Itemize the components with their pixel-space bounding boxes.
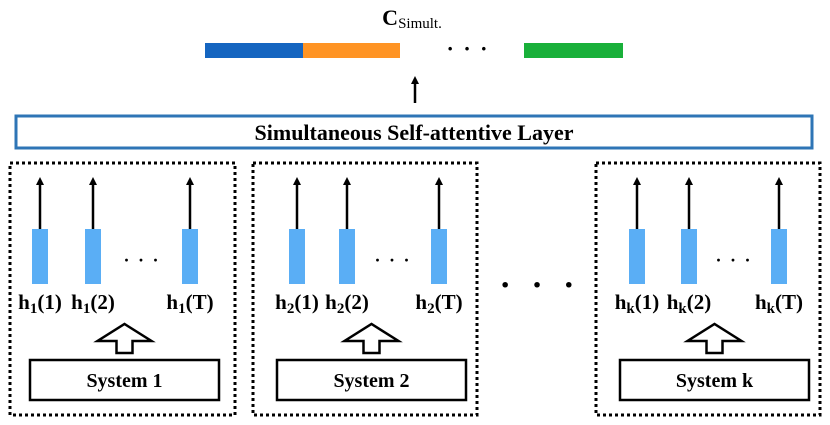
system-1-input-arrow	[93, 322, 156, 355]
system-2-label: System 2	[333, 370, 409, 392]
hidden-state-label-arg: (1)	[294, 290, 319, 314]
hidden-state-label-sub: 1	[83, 301, 91, 317]
hidden-state-label-base: h	[71, 290, 83, 314]
self-attentive-layer-box	[14, 114, 814, 150]
hidden-state-label-arg: (T)	[435, 290, 463, 314]
system-1-label: System 1	[86, 370, 162, 392]
output-ellipsis: · · ·	[446, 36, 489, 61]
system-1-container	[8, 161, 237, 417]
output-segment-1	[205, 43, 303, 58]
hidden-state-label-base: h	[275, 290, 287, 314]
hidden-state-label-arg: (2)	[687, 290, 712, 314]
hidden-state-label-sub: k	[767, 301, 776, 317]
hidden-state-bar	[182, 229, 198, 284]
hidden-state-bar	[289, 229, 305, 284]
hidden-state-label-base: h	[755, 290, 767, 314]
hidden-state-label: hk(1)	[615, 290, 660, 317]
hidden-state-bar	[339, 229, 355, 284]
hidden-state-label: h2(1)	[275, 290, 319, 317]
hidden-state-label-base: h	[415, 290, 427, 314]
hidden-state-label: hk(2)	[667, 290, 712, 317]
hidden-state-label-arg: (2)	[344, 290, 369, 314]
hidden-state-label: h1(T)	[166, 290, 213, 317]
hidden-state-label-base: h	[615, 290, 627, 314]
hidden-state-label-sub: 2	[427, 301, 435, 317]
output-label: CSimult.	[382, 5, 442, 32]
system-3-container	[594, 161, 822, 417]
output-label-main: C	[382, 5, 398, 30]
system-3-label: System k	[676, 370, 754, 392]
hidden-state-label-base: h	[166, 290, 178, 314]
hidden-state-label-base: h	[325, 290, 337, 314]
hidden-state-label-arg: (T)	[775, 290, 803, 314]
system-3-hidden-ellipsis: · · ·	[715, 250, 752, 270]
hidden-state-bar	[771, 229, 787, 284]
system-1-box	[28, 358, 221, 402]
hidden-state-label-arg: (1)	[635, 290, 660, 314]
self-attentive-layer-label: Simultaneous Self-attentive Layer	[255, 120, 574, 145]
hidden-state-label-base: h	[667, 290, 679, 314]
system-3-box	[618, 358, 811, 402]
hidden-state-label: h2(T)	[415, 290, 462, 317]
output-segment-3	[524, 43, 623, 58]
system-2-container	[251, 161, 479, 417]
hidden-state-label-sub: 2	[337, 301, 345, 317]
hidden-state-label-sub: 1	[30, 301, 38, 317]
hidden-state-label-arg: (T)	[186, 290, 214, 314]
hidden-state-label-sub: k	[626, 301, 635, 317]
hidden-state-bar	[629, 229, 645, 284]
system-3-input-arrow	[683, 322, 746, 355]
hidden-state-label: h2(2)	[325, 290, 369, 317]
hidden-state-label-sub: 2	[287, 301, 295, 317]
output-segment-2	[303, 43, 400, 58]
hidden-state-bar	[431, 229, 447, 284]
system-2-input-arrow	[340, 322, 403, 355]
hidden-state-bar	[32, 229, 48, 284]
hidden-state-label-arg: (1)	[37, 290, 62, 314]
hidden-state-bar	[85, 229, 101, 284]
hidden-state-label: h1(1)	[18, 290, 62, 317]
system-1-hidden-ellipsis: · · ·	[123, 250, 160, 270]
between-systems-ellipsis: · · ·	[499, 267, 580, 304]
hidden-state-label-sub: 1	[178, 301, 186, 317]
output-label-sub: Simult.	[398, 16, 442, 32]
hidden-state-label-arg: (2)	[90, 290, 115, 314]
systems-group: h1(1)h1(2)h1(T)· · ·System 1h2(1)h2(2)h2…	[8, 161, 822, 417]
hidden-state-bar	[681, 229, 697, 284]
hidden-state-label: h1(2)	[71, 290, 115, 317]
hidden-state-label-base: h	[18, 290, 30, 314]
hidden-state-label: hk(T)	[755, 290, 803, 317]
system-2-box	[275, 358, 468, 402]
system-2-hidden-ellipsis: · · ·	[374, 250, 411, 270]
hidden-state-label-sub: k	[678, 301, 687, 317]
